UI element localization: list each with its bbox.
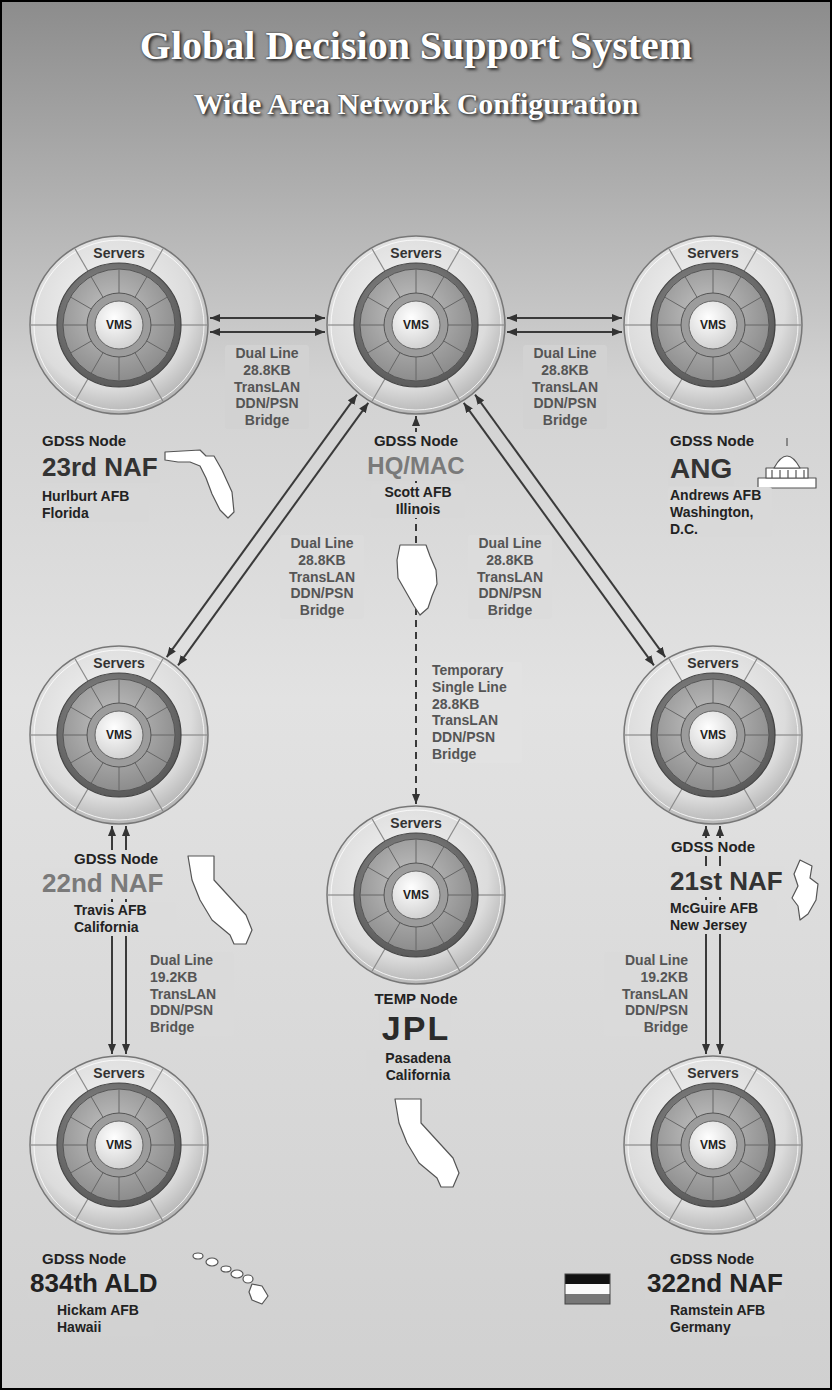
node-location: Ramstein AFB Germany	[668, 1302, 782, 1336]
node-location: McGuire AFB New Jersey	[668, 900, 777, 934]
link-line	[210, 317, 325, 319]
link-label: Dual Line 28.8KB TransLAN DDN/PSN Bridge	[225, 345, 309, 429]
ring-label: Servers	[687, 245, 738, 262]
core-label: VMS	[106, 728, 132, 742]
server-node: ServersVMSGDSS Node834th ALDHickam AFB H…	[29, 1055, 209, 1235]
link-line	[719, 826, 721, 1054]
server-node: ServersVMSGDSS NodeHQ/MACScott AFB Illin…	[326, 235, 506, 415]
node-kind: GDSS Node	[40, 1250, 128, 1268]
server-node: ServersVMSTEMP NodeJPLPasadena Californi…	[326, 805, 506, 985]
diagram-title: Global Decision Support System	[140, 22, 692, 70]
node-name: HQ/MAC	[365, 452, 466, 481]
florida-map	[165, 450, 234, 518]
network-link	[167, 395, 369, 666]
server-node: ServersVMSGDSS NodeANGAndrews AFB Washin…	[623, 235, 803, 415]
link-label: Dual Line 19.2KB TransLAN DDN/PSN Bridge	[150, 952, 234, 1036]
node-kind: GDSS Node	[668, 432, 756, 450]
ring-label: Servers	[687, 1065, 738, 1082]
core-label: VMS	[700, 1138, 726, 1152]
network-link	[464, 395, 666, 666]
core-label: VMS	[700, 318, 726, 332]
illinois-map	[397, 545, 437, 615]
node-name: JPL	[380, 1008, 452, 1049]
link-line	[507, 317, 622, 319]
core-label: VMS	[403, 888, 429, 902]
subtitle: Wide Area Network Configuration	[194, 86, 639, 122]
node-kind: TEMP Node	[372, 990, 459, 1008]
node-location: Travis AFB California	[72, 902, 176, 936]
link-label: Dual Line 28.8KB TransLAN DDN/PSN Bridge	[280, 535, 364, 619]
network-link	[210, 318, 325, 332]
link-line	[705, 826, 707, 1054]
link-line	[178, 403, 368, 666]
link-line	[210, 331, 325, 333]
ring-label: Servers	[390, 815, 441, 832]
ring-label: Servers	[93, 655, 144, 672]
link-label: Dual Line 28.8KB TransLAN DDN/PSN Bridge	[523, 345, 607, 429]
network-link	[706, 826, 720, 1054]
core-label: VMS	[106, 318, 132, 332]
core-label: VMS	[403, 318, 429, 332]
node-kind: GDSS Node	[668, 1250, 756, 1268]
node-kind: GDSS Node	[669, 838, 757, 856]
server-node: ServersVMSGDSS Node21st NAFMcGuire AFB N…	[623, 645, 803, 825]
ring-label: Servers	[687, 655, 738, 672]
node-name: 834th ALD	[28, 1268, 160, 1299]
california-map	[395, 1099, 459, 1187]
california-map	[188, 856, 252, 944]
node-location: Scott AFB Illinois	[371, 484, 465, 518]
link-label: Dual Line 28.8KB TransLAN DDN/PSN Bridge	[468, 535, 552, 619]
node-name: 22nd NAF	[40, 868, 165, 899]
link-line	[507, 331, 622, 333]
node-kind: GDSS Node	[72, 850, 160, 868]
link-line	[464, 403, 654, 666]
link-label: Dual Line 19.2KB TransLAN DDN/PSN Bridge	[604, 952, 688, 1036]
node-location: Hurlburt AFB Florida	[40, 488, 149, 522]
server-node: ServersVMSGDSS Node22nd NAFTravis AFB Ca…	[29, 645, 209, 825]
server-node: ServersVMSGDSS Node322nd NAFRamstein AFB…	[623, 1055, 803, 1235]
node-name: 23rd NAF	[40, 452, 160, 483]
node-location: Pasadena California	[366, 1050, 470, 1084]
core-label: VMS	[700, 728, 726, 742]
node-name: ANG	[668, 452, 734, 486]
node-kind: GDSS Node	[40, 432, 128, 450]
capitol-icon	[758, 438, 816, 488]
germany-flag	[565, 1274, 610, 1304]
server-node: ServersVMSGDSS Node23rd NAFHurlburt AFB …	[29, 235, 209, 415]
network-link	[507, 318, 622, 332]
ring-label: Servers	[390, 245, 441, 262]
node-location: Andrews AFB Washington, D.C.	[668, 487, 772, 537]
link-label: Temporary Single Line 28.8KB TransLAN DD…	[432, 662, 522, 763]
node-name: 322nd NAF	[645, 1268, 785, 1299]
core-label: VMS	[106, 1138, 132, 1152]
node-kind: GDSS Node	[372, 432, 460, 450]
node-location: Hickam AFB Hawaii	[55, 1302, 154, 1336]
hawaii-map	[193, 1253, 268, 1304]
node-name: 21st NAF	[668, 866, 785, 897]
ring-label: Servers	[93, 245, 144, 262]
ring-label: Servers	[93, 1065, 144, 1082]
new-jersey-map	[792, 860, 818, 920]
